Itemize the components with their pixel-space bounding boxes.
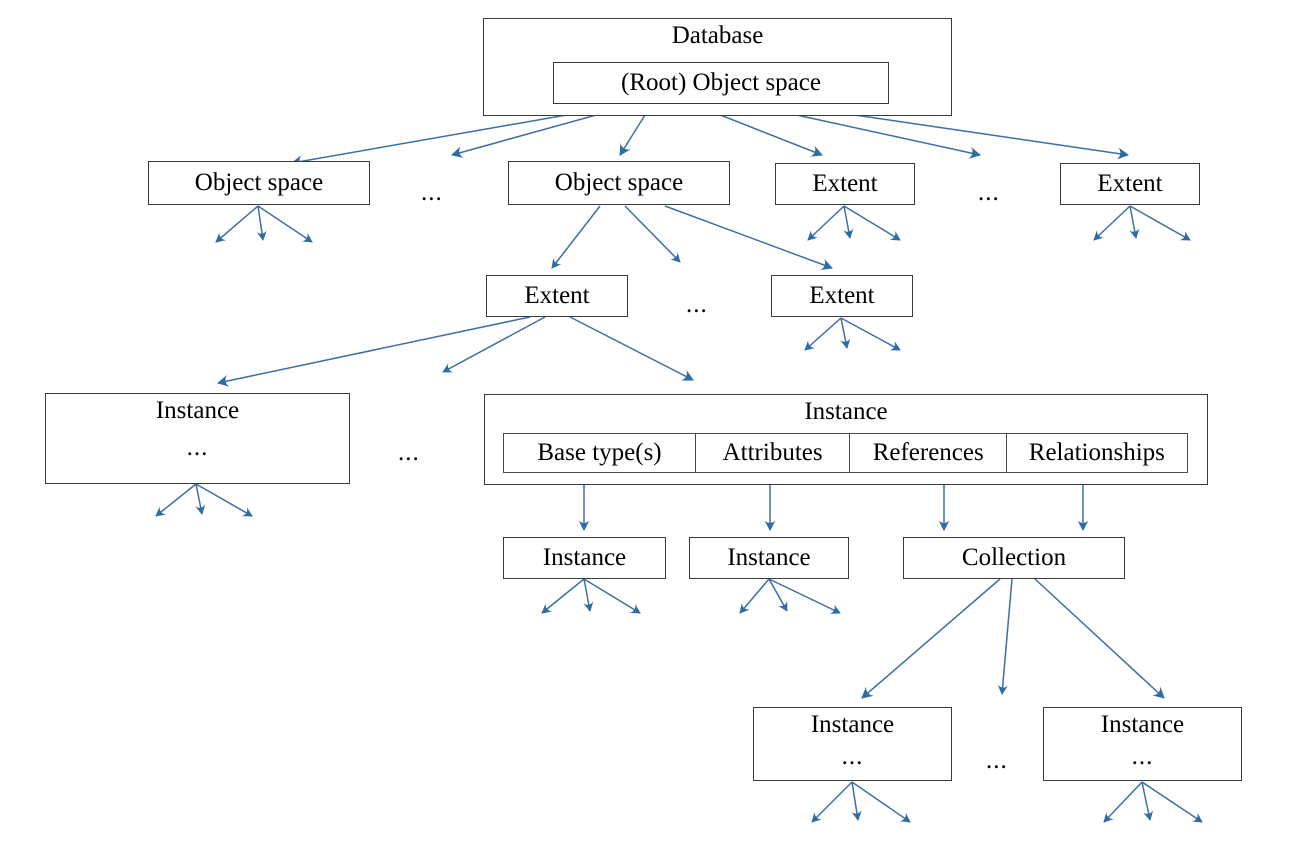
cell-base-types[interactable]: Base type(s) [503,433,696,473]
node-instance-collection-right-dots: ... [1131,743,1154,770]
node-extent-mid-2-label: Extent [809,282,875,309]
node-collection-label: Collection [961,544,1067,571]
node-instance-collection-left[interactable]: Instance ... [753,707,952,781]
ellipsis-row4: ... [398,439,420,466]
node-instance-collection-left-label: Instance [810,711,895,738]
node-instance-collection-right-label: Instance [1100,711,1185,738]
node-extent-mid-1-label: Extent [524,282,590,309]
cell-relationships-label: Relationships [1028,439,1165,466]
node-extent-top-2[interactable]: Extent [1060,163,1200,205]
node-object-space-1[interactable]: Object space [148,161,370,205]
node-instance-attributes-child-label: Instance [727,544,811,571]
cell-relationships[interactable]: Relationships [1005,433,1188,473]
ellipsis-row2-b: ... [978,179,1000,206]
cell-attributes[interactable]: Attributes [694,433,851,473]
node-instance-basetype-child-label: Instance [542,544,627,571]
ellipsis-row2-a: ... [421,179,443,206]
node-extent-mid-1[interactable]: Extent [486,275,628,317]
node-object-space-2-label: Object space [554,169,684,196]
node-extent-top-1[interactable]: Extent [775,163,915,205]
node-object-space-1-label: Object space [194,169,324,196]
cell-references-label: References [872,439,984,466]
node-extent-top-1-label: Extent [812,170,878,197]
ellipsis-row6: ... [986,747,1008,774]
node-root-object-space-label: (Root) Object space [621,69,821,96]
node-instance-left[interactable]: Instance ... [45,393,350,484]
node-instance-collection-left-dots: ... [841,743,864,770]
cell-references[interactable]: References [849,433,1008,473]
node-instance-main-label: Instance [804,398,888,425]
instance-main-cells: Base type(s) Attributes References Relat… [503,433,1188,473]
node-collection[interactable]: Collection [903,537,1125,579]
ellipsis-row3: ... [686,291,708,318]
node-root-object-space[interactable]: (Root) Object space [553,62,889,104]
node-object-space-2[interactable]: Object space [508,161,730,205]
node-instance-left-dots: ... [186,434,209,461]
cell-base-types-label: Base type(s) [537,439,662,466]
cell-attributes-label: Attributes [722,439,823,466]
node-instance-basetype-child[interactable]: Instance [503,537,666,579]
node-instance-collection-right[interactable]: Instance ... [1043,707,1242,781]
node-extent-top-2-label: Extent [1097,170,1163,197]
node-extent-mid-2[interactable]: Extent [771,275,913,317]
node-database-label: Database [671,22,764,49]
node-instance-attributes-child[interactable]: Instance [689,537,849,579]
node-instance-left-label: Instance [155,397,240,424]
